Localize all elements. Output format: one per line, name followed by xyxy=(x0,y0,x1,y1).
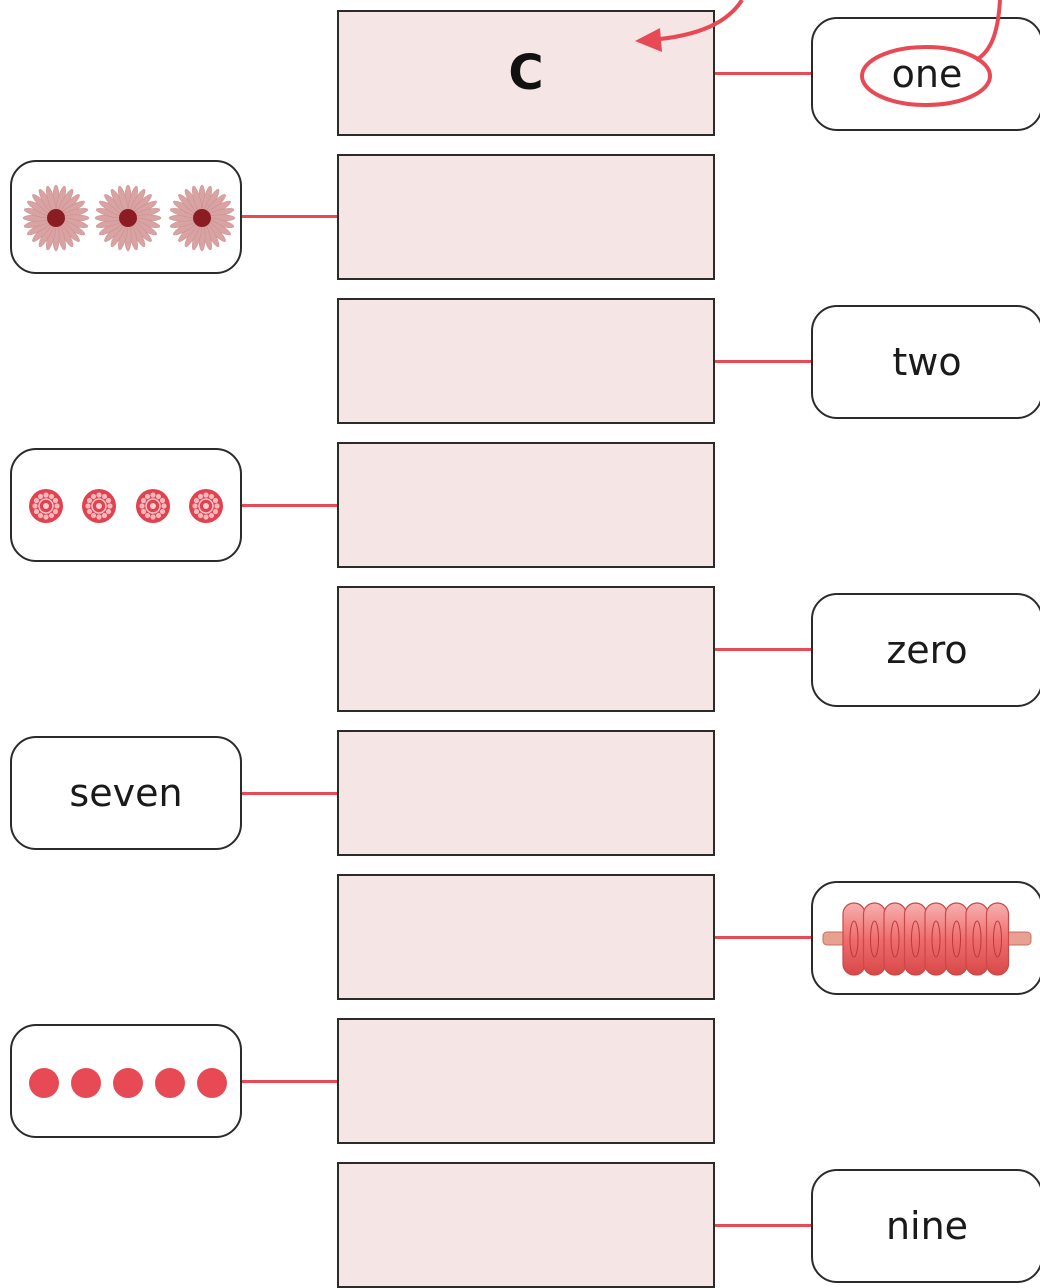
clue-word: one xyxy=(891,52,963,96)
connector-line xyxy=(715,360,811,363)
ring-stack-icon xyxy=(822,902,1032,976)
flower-icon xyxy=(94,184,162,252)
rosette-icon xyxy=(136,489,170,523)
clue-card-flowers xyxy=(10,160,242,274)
clue-card-zero: zero xyxy=(811,593,1040,707)
connector-line xyxy=(715,1224,811,1227)
flower-icon xyxy=(168,184,236,252)
connector-line xyxy=(242,792,337,795)
connector-line xyxy=(242,1080,337,1083)
flowers-icon xyxy=(22,184,236,252)
rosette-icon xyxy=(29,489,63,523)
clue-word: zero xyxy=(886,628,968,672)
clue-card-one: one xyxy=(811,17,1040,131)
answer-box-5[interactable] xyxy=(337,586,715,712)
flower-icon xyxy=(22,184,90,252)
clue-card-rosettes xyxy=(10,448,242,562)
connector-line xyxy=(715,648,811,651)
ring-icon xyxy=(965,902,989,976)
rosette-icon xyxy=(189,489,223,523)
answer-box-7[interactable] xyxy=(337,874,715,1000)
clue-card-nine: nine xyxy=(811,1169,1040,1283)
connector-line xyxy=(715,936,811,939)
answer-box-1[interactable]: C xyxy=(337,10,715,136)
clue-card-seven: seven xyxy=(10,736,242,850)
clue-word: two xyxy=(892,340,962,384)
clue-card-dots xyxy=(10,1024,242,1138)
dot-icon xyxy=(71,1068,101,1098)
ring-icon xyxy=(903,902,928,976)
rosette-icon xyxy=(82,489,116,523)
answer-box-9[interactable] xyxy=(337,1162,715,1288)
answer-box-6[interactable] xyxy=(337,730,715,856)
ring-icon xyxy=(944,902,969,976)
clue-card-two: two xyxy=(811,305,1040,419)
connector-line xyxy=(715,72,811,75)
dot-icon xyxy=(113,1068,143,1098)
ring-icon xyxy=(924,902,948,976)
ring-icon xyxy=(985,902,1010,976)
answer-box-3[interactable] xyxy=(337,298,715,424)
answer-box-4[interactable] xyxy=(337,442,715,568)
connector-line xyxy=(242,504,337,507)
clue-word: seven xyxy=(69,771,183,815)
clue-card-ring-stack xyxy=(811,881,1040,995)
ring-icon xyxy=(862,902,887,976)
rosettes-icon xyxy=(29,489,223,523)
ring-icon xyxy=(883,902,907,976)
dot-icon xyxy=(29,1068,59,1098)
answer-box-2[interactable] xyxy=(337,154,715,280)
dots-icon xyxy=(29,1068,227,1098)
ring-icon xyxy=(842,902,866,976)
dot-icon xyxy=(197,1068,227,1098)
answer-box-8[interactable] xyxy=(337,1018,715,1144)
connector-line xyxy=(242,215,337,218)
clue-word: nine xyxy=(885,1204,969,1248)
dot-icon xyxy=(155,1068,185,1098)
